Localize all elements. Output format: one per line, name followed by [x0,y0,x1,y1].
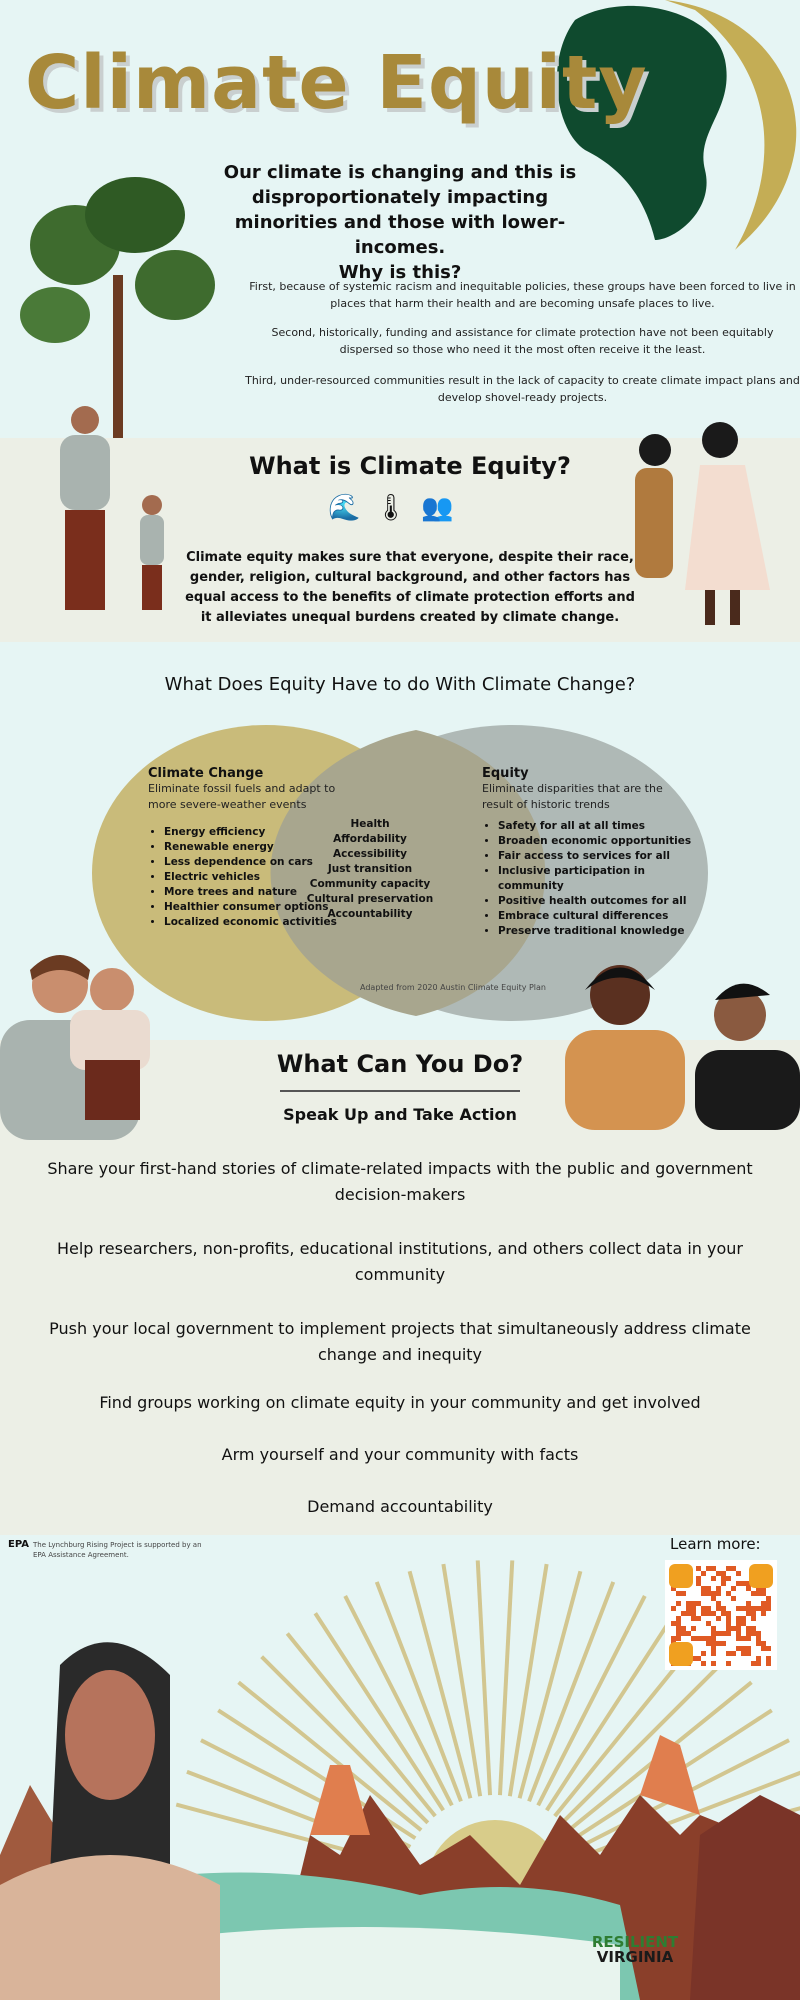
list-item: Accountability [327,908,413,920]
sun-ray [285,1632,437,1818]
list-item: Energy efficiency [164,825,348,840]
list-item: Cultural preservation [306,893,434,905]
page-title: Climate Equity [25,40,648,126]
actions-heading: What Can You Do? [276,1050,524,1078]
venn-heading: What Does Equity Have to do With Climate… [164,674,636,695]
intro-text: Our climate is changing and this is disp… [220,160,580,285]
heat-thermometer-icon: 🌡 [374,493,408,523]
list-item: Affordability [333,833,407,845]
woman-face [65,1670,155,1800]
venn-overlap [270,730,546,1016]
globe-illustration [556,0,797,250]
list-item: Fair access to services for all [498,849,692,864]
para-2: Second, historically, funding and assist… [271,326,774,356]
action-item: Push your local government to implement … [49,1319,751,1364]
list-item: Broaden economic opportunities [498,834,692,849]
list-item: Inclusive participation in community [498,864,692,894]
list-item: Accessibility [333,848,407,860]
sun-ray [536,1595,647,1807]
list-item: Health [350,818,390,830]
qr-finder [669,1642,693,1666]
landscape-illustration [0,1560,800,2000]
action-item: Help researchers, non-profits, education… [56,1239,743,1284]
brand-bottom: VIRGINIA [596,1948,674,1966]
list-item: Healthier consumer options [164,900,348,915]
learn-more-label: Learn more: [670,1535,761,1553]
woman-shirt [0,1855,220,2000]
sun-ray [237,1680,423,1832]
intro-question: Why is this? [338,262,462,283]
brand-top: RESILIENT [591,1933,679,1951]
list-item: Safety for all at all times [498,819,692,834]
venn-left-list: Energy efficiencyRenewable energyLess de… [148,825,348,930]
sun-ray [507,1563,549,1797]
sun-ray [475,1560,493,1796]
children-illustration [635,422,770,625]
list-item: Preserve traditional knowledge [498,924,692,939]
what-is-text: Climate equity makes sure that everyone,… [185,550,635,625]
para-3: Third, under-resourced communities resul… [245,374,800,404]
epa-credit: EPA The Lynchburg Rising Project is supp… [8,1540,208,1560]
list-item: Renewable energy [164,840,348,855]
venn-right-title: Equity [482,766,529,781]
sun-ray [560,1655,730,1825]
sun-ray [545,1612,677,1812]
para-1: First, because of systemic racism and in… [249,280,796,310]
intro-lead: Our climate is changing and this is disp… [223,162,577,258]
venn-credit: Adapted from 2020 Austin Climate Equity … [360,983,547,992]
venn-right-list: Safety for all at all timesBroaden econo… [482,819,692,939]
father-child-illustration [60,406,164,610]
list-item: Positive health outcomes for all [498,894,692,909]
venn-diagram [92,725,708,1021]
venn-left-title: Climate Change [148,766,264,781]
venn-left-text: Climate Change Eliminate fossil fuels an… [148,766,348,930]
venn-left-subtitle: Eliminate fossil fuels and adapt to more… [148,782,336,811]
epa-text: The Lynchburg Rising Project is supporte… [32,1541,202,1559]
sun-ray [343,1595,454,1807]
list-item: Localized economic activities [164,915,348,930]
action-item: Arm yourself and your community with fac… [221,1445,579,1464]
qr-finder [749,1564,773,1588]
sun-ray [313,1612,445,1812]
list-item: More trees and nature [164,885,348,900]
action-item: Demand accountability [307,1497,493,1516]
sun-ray [407,1570,473,1799]
resilient-virginia-logo: RESILIENT VIRGINIA [575,1935,695,1965]
action-item: Find groups working on climate equity in… [99,1393,701,1412]
crowd-icon: 👥 [421,493,454,523]
sun-ray [374,1581,463,1803]
epa-logo: EPA [8,1539,29,1550]
action-item: Share your first-hand stories of climate… [47,1159,753,1204]
list-item: Less dependence on cars [164,855,348,870]
qr-finder [669,1564,693,1588]
flood-icon: 🌊 [328,493,361,523]
sun-ray [260,1655,430,1825]
sun-ray [517,1570,583,1799]
list-item: Community capacity [309,878,431,890]
sun-ray [497,1560,515,1796]
list-item: Just transition [327,863,413,875]
sun-ray [441,1563,483,1797]
divider [280,1090,520,1092]
list-item: Embrace cultural differences [498,909,692,924]
sun-ray [527,1581,616,1803]
venn-right-subtitle: Eliminate disparities that are the resul… [482,782,663,811]
what-is-heading: What is Climate Equity? [249,452,571,480]
father-hug-illustration [0,955,150,1140]
venn-right-text: Equity Eliminate disparities that are th… [482,766,692,939]
qr-code[interactable] [665,1560,777,1670]
actions-subheading: Speak Up and Take Action [283,1105,517,1124]
people-illustration [565,965,800,1130]
climate-icons: 🌊 🌡 👥 [328,493,454,523]
list-item: Electric vehicles [164,870,348,885]
